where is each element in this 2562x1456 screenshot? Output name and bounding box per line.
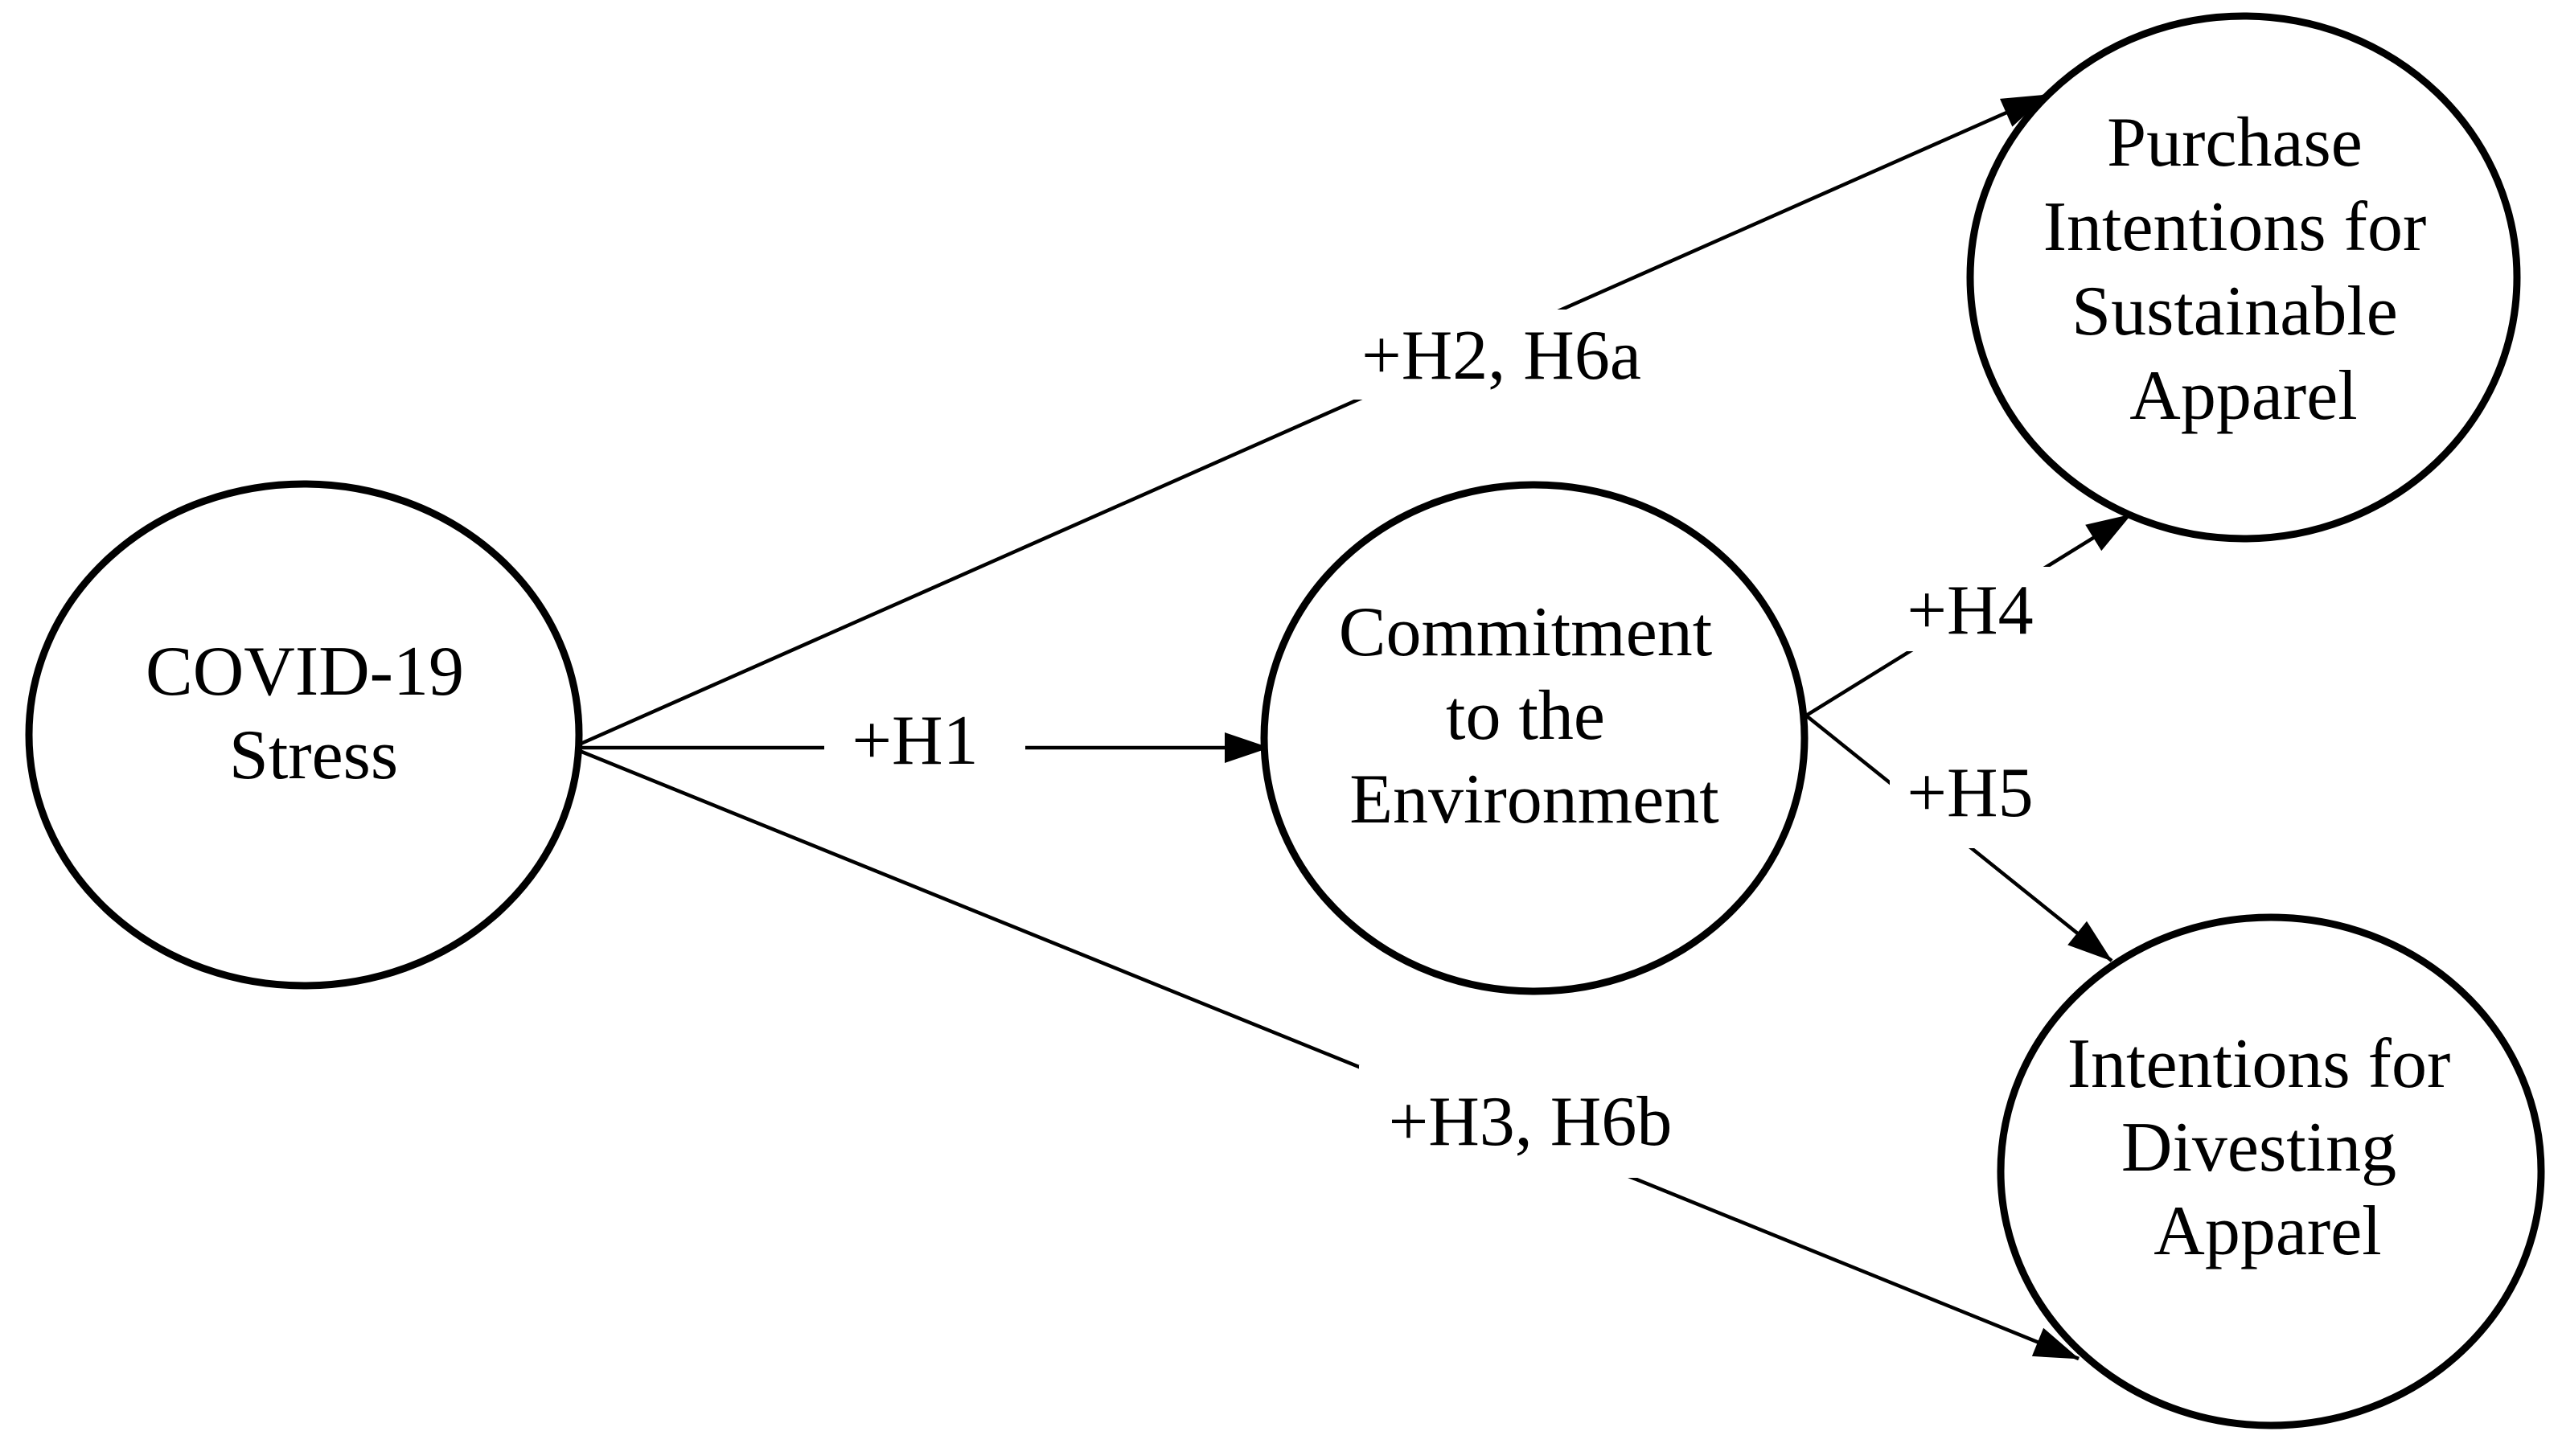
node-commitment-environment: Commitment to the Environment: [1260, 481, 1809, 995]
edge-h3-arrow: [571, 745, 2080, 1361]
edge-h1-label-mask: [824, 701, 1025, 791]
divesting-intentions-ellipse: [1997, 913, 2545, 1429]
edge-h4-label: +H4: [1907, 572, 2033, 650]
purchase-intentions-label: Purchase Intentions for Sustainable Appa…: [2043, 104, 2445, 435]
edge-h5-label-mask: [1890, 756, 2051, 848]
divesting-line-2: Divesting: [2121, 1109, 2396, 1187]
edge-h3-label: +H3, H6b: [1389, 1083, 1673, 1161]
edge-h4-label-mask: [1890, 567, 2051, 651]
label-mask-layer: [824, 310, 2051, 1178]
edge-h5-label: +H5: [1907, 754, 2033, 832]
edge-h1-label: +H1: [852, 702, 978, 780]
purchase-intentions-ellipse: [1966, 12, 2521, 543]
node-covid-stress: COVID-19 Stress: [25, 480, 583, 990]
purchase-line-3: Sustainable: [2071, 273, 2398, 351]
commitment-line-1: Commitment: [1339, 593, 1712, 671]
covid-stress-line-2: Stress: [229, 716, 398, 794]
purchase-line-1: Purchase: [2107, 104, 2363, 182]
edge-labels-layer: +H1 +H2, H6a +H3, H6b +H4 +H5: [852, 317, 2033, 1161]
commitment-line-2: to the: [1446, 677, 1605, 755]
divesting-line-3: Apparel: [2153, 1192, 2381, 1270]
edge-h2-label: +H2, H6a: [1361, 317, 1641, 395]
covid-stress-line-1: COVID-19: [146, 633, 464, 711]
covid-stress-label: COVID-19 Stress: [146, 633, 482, 794]
commitment-environment-ellipse: [1260, 481, 1809, 995]
nodes-layer: COVID-19 Stress Commitment to the Enviro…: [25, 12, 2545, 1429]
purchase-line-2: Intentions for: [2043, 188, 2427, 266]
commitment-environment-label: Commitment to the Environment: [1339, 593, 1730, 839]
commitment-line-3: Environment: [1349, 761, 1718, 839]
edge-h3-label-mask: [1359, 1065, 1677, 1178]
node-divesting-intentions: Intentions for Divesting Apparel: [1997, 913, 2545, 1429]
edge-h2-label-mask: [1327, 310, 1616, 400]
node-purchase-intentions: Purchase Intentions for Sustainable Appa…: [1966, 12, 2521, 543]
divesting-line-1: Intentions for: [2067, 1025, 2451, 1103]
edge-h2-arrow: [571, 92, 2047, 750]
covid-stress-ellipse: [25, 480, 583, 990]
divesting-intentions-label: Intentions for Divesting Apparel: [2067, 1025, 2469, 1270]
purchase-line-4: Apparel: [2129, 357, 2357, 435]
